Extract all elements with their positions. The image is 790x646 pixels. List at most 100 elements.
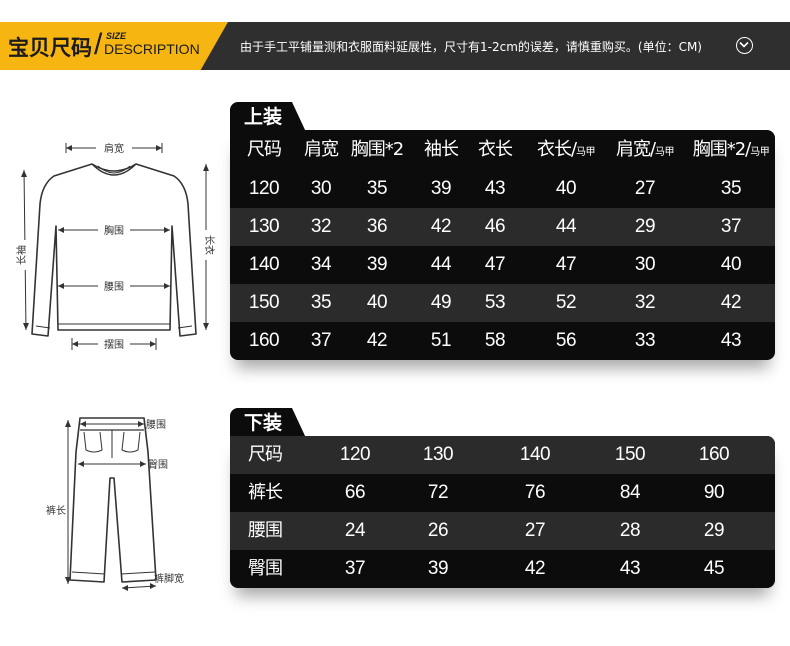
table-cell: 150 bbox=[248, 292, 280, 313]
table-cell: 42 bbox=[524, 558, 546, 579]
table-cell: 45 bbox=[703, 558, 725, 579]
table-cell: 32 bbox=[310, 216, 332, 237]
chevron-down-circle-icon[interactable] bbox=[736, 37, 753, 54]
header-size-120: 120 bbox=[339, 444, 371, 465]
label-pants-length: 裤长 bbox=[46, 504, 66, 517]
table-cell: 49 bbox=[430, 292, 452, 313]
table-cell: 120 bbox=[248, 178, 280, 199]
label-pants-hip: 臀围 bbox=[148, 459, 168, 471]
label-hem: 摆围 bbox=[104, 338, 124, 351]
top-table-body: 尺码 肩宽 胸围*2 袖长 衣长 衣长/马甲 肩宽/马甲 胸围*2/马甲 120… bbox=[230, 130, 775, 360]
table-row: 裤长 66 72 76 84 90 bbox=[230, 474, 775, 512]
header-size: 尺码 bbox=[247, 139, 282, 160]
header-size-160: 160 bbox=[698, 444, 730, 465]
table-cell: 130 bbox=[248, 216, 280, 237]
header-shoulder-vest: 肩宽/马甲 bbox=[615, 139, 675, 160]
top-table-title: 上装 bbox=[230, 102, 306, 132]
table-header-row: 尺码 肩宽 胸围*2 袖长 衣长 衣长/马甲 肩宽/马甲 胸围*2/马甲 bbox=[230, 130, 775, 170]
measurement-note: 由于手工平铺量测和衣服面料延展性，尺寸有1-2cm的误差，请慎重购买。(单位：C… bbox=[240, 40, 702, 54]
header-shoulder: 肩宽 bbox=[304, 139, 339, 160]
table-cell: 29 bbox=[634, 216, 656, 237]
table-cell: 76 bbox=[524, 482, 546, 503]
table-cell: 37 bbox=[720, 216, 742, 237]
label-length: 长衣 bbox=[203, 235, 216, 255]
header-title: 宝贝尺码 bbox=[8, 36, 92, 60]
table-cell: 35 bbox=[310, 292, 332, 313]
table-cell: 37 bbox=[310, 330, 332, 351]
table-cell: 29 bbox=[703, 520, 725, 541]
header-badge bbox=[0, 22, 228, 70]
header-size-130: 130 bbox=[422, 444, 454, 465]
bottom-table-title: 下装 bbox=[230, 408, 306, 438]
header-sleeve: 袖长 bbox=[424, 139, 459, 160]
header-length-vest: 衣长/马甲 bbox=[536, 139, 596, 160]
table-cell: 72 bbox=[427, 482, 449, 503]
header-description-label: DESCRIPTION bbox=[104, 41, 200, 57]
table-cell: 47 bbox=[484, 254, 506, 275]
table-cell: 140 bbox=[248, 254, 280, 275]
table-cell: 40 bbox=[720, 254, 742, 275]
table-row: 160 37 42 51 58 56 33 43 bbox=[230, 322, 775, 360]
header-size-140: 140 bbox=[519, 444, 551, 465]
bottom-size-table: 下装 尺码 120 130 140 150 160 裤长 66 72 76 84… bbox=[230, 408, 775, 590]
bottom-garment-figure: 腰围 臀围 裤长 裤脚宽 bbox=[30, 412, 220, 596]
table-row: 臀围 37 39 42 43 45 bbox=[230, 550, 775, 588]
table-cell: 53 bbox=[484, 292, 506, 313]
label-chest: 胸围 bbox=[104, 224, 124, 237]
table-cell: 24 bbox=[344, 520, 366, 541]
header-size-150: 150 bbox=[614, 444, 646, 465]
table-cell: 32 bbox=[634, 292, 656, 313]
table-cell: 33 bbox=[634, 330, 656, 351]
label-pants-leg: 裤脚宽 bbox=[154, 572, 184, 585]
table-cell: 裤长 bbox=[248, 482, 283, 503]
table-cell: 47 bbox=[555, 254, 577, 275]
table-cell: 46 bbox=[484, 216, 506, 237]
table-cell: 43 bbox=[619, 558, 641, 579]
table-cell: 26 bbox=[427, 520, 449, 541]
table-cell: 90 bbox=[703, 482, 725, 503]
table-cell: 臀围 bbox=[248, 558, 283, 579]
table-cell: 58 bbox=[484, 330, 506, 351]
header-chest-double: 胸围*2 bbox=[350, 139, 404, 160]
table-cell: 36 bbox=[366, 216, 388, 237]
table-header-row: 尺码 120 130 140 150 160 bbox=[230, 436, 775, 474]
table-cell: 34 bbox=[310, 254, 332, 275]
table-row: 腰围 24 26 27 28 29 bbox=[230, 512, 775, 550]
header-length: 衣长 bbox=[478, 139, 513, 160]
table-cell: 35 bbox=[720, 178, 742, 199]
table-cell: 30 bbox=[310, 178, 332, 199]
table-cell: 43 bbox=[720, 330, 742, 351]
header-slash: / bbox=[94, 28, 103, 61]
table-cell: 44 bbox=[430, 254, 452, 275]
table-cell: 51 bbox=[430, 330, 452, 351]
table-cell: 43 bbox=[484, 178, 506, 199]
size-header: 宝贝尺码 / SIZE DESCRIPTION 由于手工平铺量测和衣服面料延展性… bbox=[0, 22, 790, 70]
header-chest-vest: 胸围*2/马甲 bbox=[692, 139, 770, 160]
table-cell: 30 bbox=[634, 254, 656, 275]
table-row: 150 35 40 49 53 52 32 42 bbox=[230, 284, 775, 322]
table-cell: 42 bbox=[366, 330, 388, 351]
label-sleeve: 长袖 bbox=[15, 245, 28, 265]
table-cell: 42 bbox=[430, 216, 452, 237]
table-cell: 160 bbox=[248, 330, 280, 351]
table-cell: 35 bbox=[366, 178, 388, 199]
label-pants-waist: 腰围 bbox=[146, 419, 166, 431]
table-cell: 40 bbox=[555, 178, 577, 199]
table-row: 120 30 35 39 43 40 27 35 bbox=[230, 170, 775, 208]
table-cell: 56 bbox=[555, 330, 577, 351]
top-size-table: 上装 尺码 肩宽 胸围*2 袖长 衣长 衣长/马甲 肩宽/马甲 胸围*2/马甲 … bbox=[230, 102, 775, 364]
table-cell: 28 bbox=[619, 520, 641, 541]
bottom-table-body: 尺码 120 130 140 150 160 裤长 66 72 76 84 90… bbox=[230, 436, 775, 588]
label-waist: 腰围 bbox=[104, 281, 124, 293]
table-cell: 39 bbox=[430, 178, 452, 199]
top-garment-figure: 肩宽 长袖 长衣 胸围 腰围 bbox=[14, 134, 224, 362]
table-cell: 44 bbox=[555, 216, 577, 237]
table-cell: 腰围 bbox=[248, 520, 283, 541]
table-cell: 39 bbox=[366, 254, 388, 275]
table-cell: 39 bbox=[427, 558, 449, 579]
label-shoulder: 肩宽 bbox=[104, 142, 124, 155]
table-cell: 40 bbox=[366, 292, 388, 313]
table-cell: 27 bbox=[634, 178, 656, 199]
table-cell: 37 bbox=[344, 558, 366, 579]
table-cell: 42 bbox=[720, 292, 742, 313]
